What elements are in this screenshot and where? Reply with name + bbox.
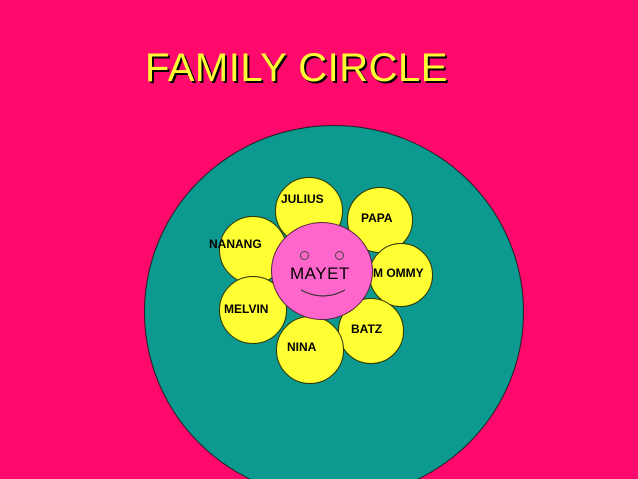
petal-label-nanang: NANANG (209, 237, 262, 251)
petal-label-julius: JULIUS (281, 192, 324, 206)
petal-circle-nina (276, 316, 344, 384)
smile-icon (300, 289, 346, 297)
petal-label-melvin: MELVIN (224, 302, 269, 316)
right-eye-icon (335, 251, 344, 260)
left-eye-icon (300, 251, 309, 260)
petal-label-nina: NINA (287, 340, 317, 354)
center-circle (271, 222, 373, 320)
petal-circle-batz (338, 298, 404, 364)
petal-label-batz: BATZ (351, 322, 383, 336)
slide-title: FAMILY CIRCLE (145, 46, 448, 90)
center-label: MAYET (290, 264, 350, 283)
petal-label-mommy: M OMMY (373, 266, 424, 280)
petal-label-papa: PAPA (361, 211, 393, 225)
